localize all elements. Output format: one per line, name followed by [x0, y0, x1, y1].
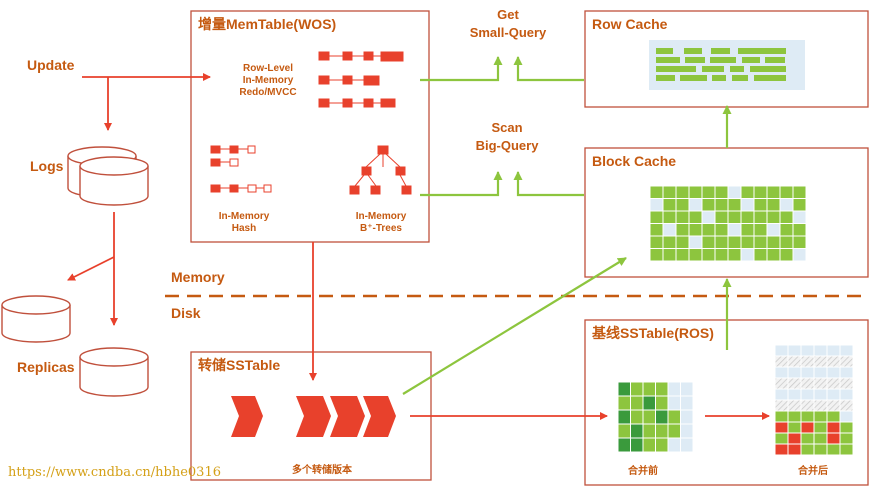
scan-label: Scan — [491, 120, 522, 135]
hash-label-1: In-Memory — [219, 211, 270, 222]
logs-cylinder-icon — [67, 146, 149, 206]
row-level-label-2: In-Memory — [243, 75, 294, 86]
row-cache-title: Row Cache — [592, 16, 668, 32]
hash-buckets-icon — [210, 145, 272, 193]
row-cache-grid — [649, 40, 805, 90]
dump-versions-label: 多个转储版本 — [292, 463, 353, 476]
after-merge-grid — [774, 344, 854, 456]
row-level-label-3: Redo/MVCC — [239, 87, 296, 98]
btree-label-2: B⁺-Trees — [360, 223, 402, 234]
dump-version-chevrons — [231, 396, 396, 437]
btree-icon — [349, 145, 412, 195]
memtable-title: 增量MemTable(WOS) — [198, 16, 336, 32]
block-cache-grid — [649, 185, 807, 262]
memtable-box — [190, 10, 430, 243]
after-merge-label: 合并后 — [797, 464, 828, 477]
disk-label: Disk — [171, 305, 201, 321]
memory-label: Memory — [171, 269, 225, 285]
get-label: Get — [497, 7, 519, 22]
before-merge-label: 合并前 — [627, 464, 658, 477]
watermark-url: https://www.cndba.cn/hbhe0316 — [8, 465, 221, 480]
read-path-arrows — [402, 56, 732, 395]
block-cache-title: Block Cache — [592, 153, 676, 169]
hash-label-2: Hash — [232, 223, 256, 234]
update-label: Update — [27, 57, 75, 73]
replicas-label: Replicas — [17, 359, 75, 375]
big-query-label: Big-Query — [476, 138, 540, 153]
base-sstable-title: 基线SSTable(ROS) — [592, 325, 714, 341]
dump-sstable-title: 转储SSTable — [198, 357, 280, 373]
small-query-label: Small-Query — [470, 25, 547, 40]
btree-label-1: In-Memory — [356, 211, 407, 222]
row-level-label-1: Row-Level — [243, 63, 293, 74]
replica-cylinder-2-icon — [79, 347, 149, 397]
replica-cylinder-1-icon — [1, 295, 71, 343]
logs-label: Logs — [30, 158, 64, 174]
before-merge-grid — [617, 381, 694, 453]
row-level-version-chains-icon — [318, 51, 404, 108]
write-path-arrows — [67, 73, 770, 420]
